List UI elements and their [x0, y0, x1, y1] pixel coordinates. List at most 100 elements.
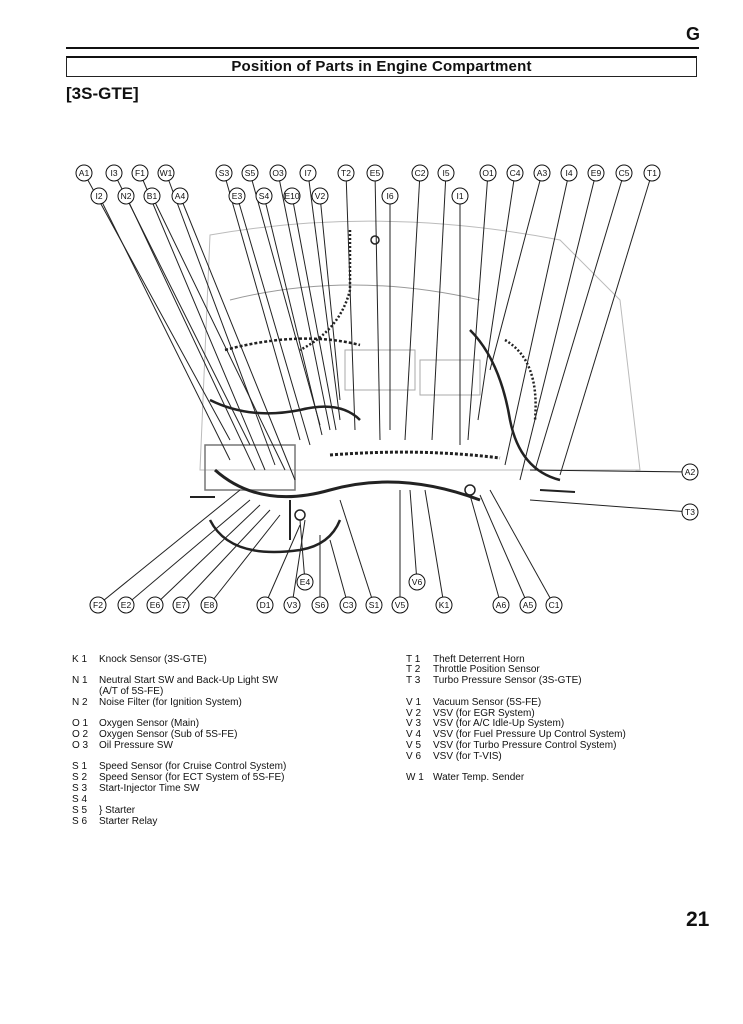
legend-code: S 2: [72, 772, 88, 783]
callout-circle: [533, 164, 551, 182]
leader-line: [345, 172, 356, 431]
callout-circle: [283, 596, 301, 614]
leader-line: [329, 539, 349, 606]
callout-label: O3: [272, 168, 284, 178]
callout-circle: [255, 187, 273, 205]
leader-line: [424, 489, 445, 606]
callout-label: I2: [95, 191, 102, 201]
callout-circle: [435, 596, 453, 614]
callout-circle: [117, 596, 135, 614]
legend-code: S 3: [72, 783, 88, 794]
leader-line: [479, 494, 529, 606]
callout-label: I1: [456, 191, 463, 201]
legend-code: O 1: [72, 718, 89, 729]
callout-circle: [200, 596, 218, 614]
callout-label: S3: [219, 168, 230, 178]
callout-label: E10: [284, 191, 299, 201]
part-callout-w1: W1: [157, 164, 175, 182]
callout-label: D1: [260, 600, 271, 610]
leader-lines: [83, 172, 691, 606]
legend-description: VSV (for A/C Idle-Up System): [433, 718, 565, 729]
leader-line: [154, 504, 261, 606]
callout-circle: [643, 164, 661, 182]
legend-description: Starter Relay: [99, 816, 158, 827]
legend-code: N 1: [72, 675, 88, 686]
callout-label: E5: [370, 168, 381, 178]
part-callout-f1: F1: [131, 164, 149, 182]
callout-circle: [228, 187, 246, 205]
legend-description: Knock Sensor (3S-GTE): [99, 654, 207, 665]
callout-label: S1: [369, 600, 380, 610]
callout-label: E7: [176, 600, 187, 610]
leader-line: [559, 172, 653, 476]
callout-label: V6: [412, 577, 423, 587]
leader-line: [534, 172, 625, 471]
callout-label: C5: [619, 168, 630, 178]
part-callout-d1: D1: [256, 596, 274, 614]
callout-circle: [241, 164, 259, 182]
leader-line: [236, 195, 311, 446]
leader-line: [83, 172, 231, 441]
legend-description: (A/T of 5S-FE): [99, 686, 164, 697]
callout-label: E4: [300, 577, 311, 587]
part-callout-c4: C4: [506, 164, 524, 182]
part-callout-t1: T1: [643, 164, 661, 182]
part-callout-s1: S1: [365, 596, 383, 614]
leader-line: [404, 172, 421, 441]
leader-line: [165, 172, 276, 466]
leader-line: [319, 195, 341, 401]
callout-circle: [339, 596, 357, 614]
callout-circle: [381, 187, 399, 205]
callout-circle: [451, 187, 469, 205]
callout-label: E9: [591, 168, 602, 178]
callout-circle: [105, 164, 123, 182]
legend-code: W 1: [406, 772, 424, 783]
page-number: 21: [686, 908, 710, 931]
part-callout-b1: B1: [143, 187, 161, 205]
callout-label: A6: [496, 600, 507, 610]
callout-circle: [89, 596, 107, 614]
legend-description: Noise Filter (for Ignition System): [99, 697, 242, 708]
callout-circle: [171, 187, 189, 205]
callout-label: C4: [510, 168, 521, 178]
callout-label: B1: [147, 191, 158, 201]
leader-line: [409, 489, 418, 583]
leader-line: [291, 519, 306, 606]
callout-label: S4: [259, 191, 270, 201]
callout-circle: [615, 164, 633, 182]
legend-description: Water Temp. Sender: [433, 772, 525, 783]
part-callout-e5: E5: [366, 164, 384, 182]
part-callout-a3: A3: [533, 164, 551, 182]
legend-description: Speed Sensor (for Cruise Control System): [99, 761, 287, 772]
legend-description: Theft Deterrent Horn: [433, 654, 525, 665]
leader-line: [489, 489, 555, 606]
callout-circle: [296, 573, 314, 591]
legend-code: V 5: [406, 740, 422, 751]
leader-line: [97, 489, 241, 606]
callout-label: E2: [121, 600, 132, 610]
callout-circle: [411, 164, 429, 182]
legend-description: Oxygen Sensor (Sub of 5S-FE): [99, 729, 238, 740]
callout-label: W1: [160, 168, 173, 178]
callout-label: I4: [565, 168, 572, 178]
callout-circle: [492, 596, 510, 614]
legend-code: S 4: [72, 794, 88, 805]
callout-label: F2: [93, 600, 103, 610]
leader-line: [208, 514, 281, 606]
part-callout-c3: C3: [339, 596, 357, 614]
leader-line: [125, 499, 251, 606]
callout-label: I5: [442, 168, 449, 178]
legend-description: VSV (for Turbo Pressure Control System): [433, 740, 617, 751]
part-callout-a1: A1: [75, 164, 93, 182]
leader-line: [180, 509, 271, 606]
part-callout-v2: V2: [311, 187, 329, 205]
legend-description: Oxygen Sensor (Main): [99, 718, 200, 729]
part-callout-e7: E7: [172, 596, 190, 614]
callout-circle: [587, 164, 605, 182]
part-callout-i5: I5: [437, 164, 455, 182]
legend-description: Throttle Position Sensor: [433, 664, 540, 675]
legend-code: T 2: [406, 664, 421, 675]
part-callout-k1: K1: [435, 596, 453, 614]
legend-code: S 6: [72, 816, 88, 827]
legend-code: O 2: [72, 729, 89, 740]
